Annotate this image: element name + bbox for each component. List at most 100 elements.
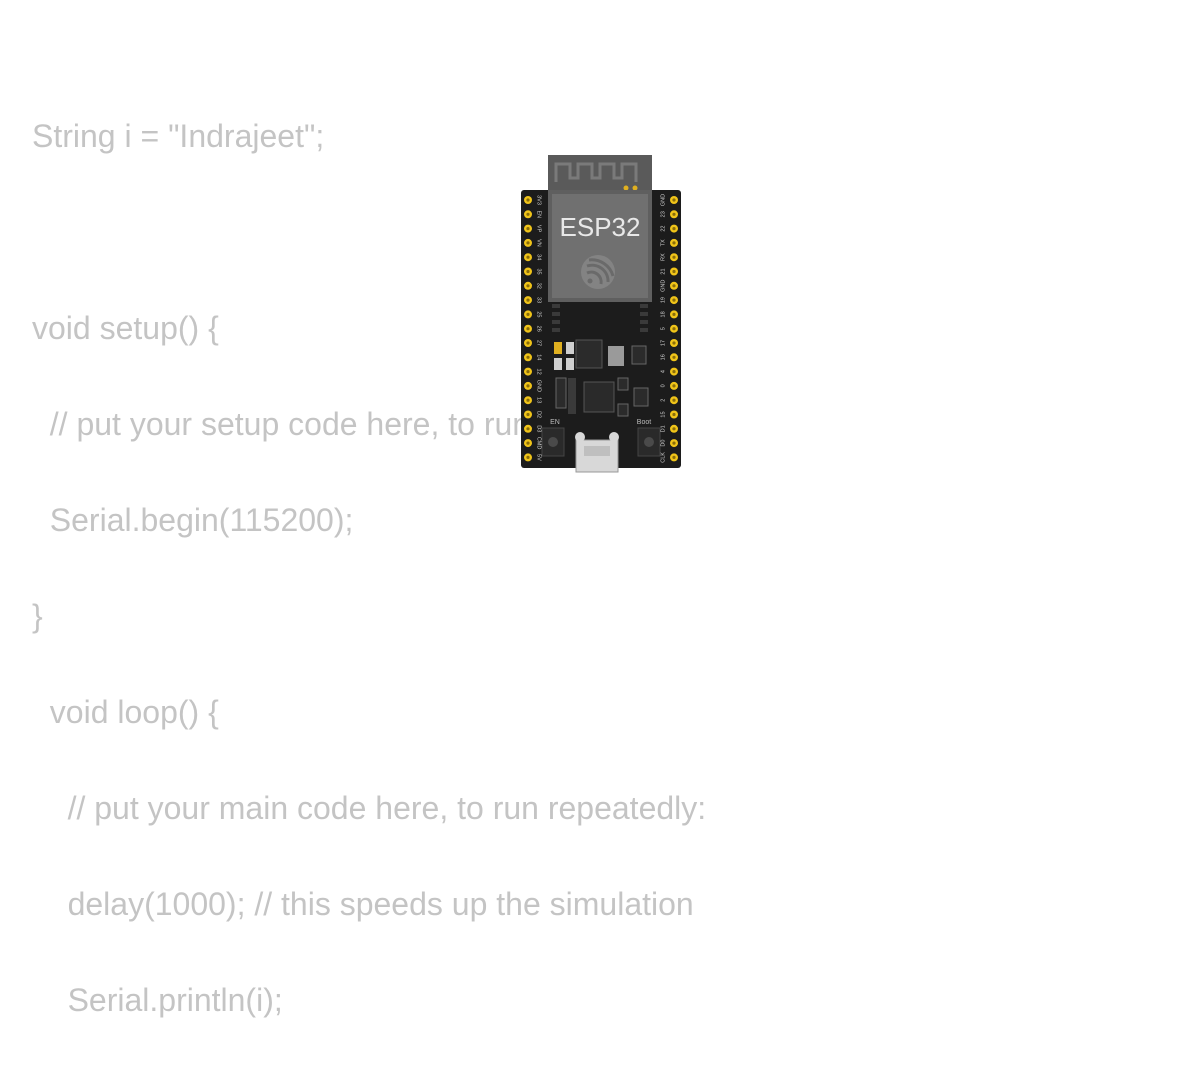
header-pin-hole [672,198,676,202]
header-pin-hole [672,298,676,302]
header-pin-hole [672,255,676,259]
pin-label: VN [536,239,542,247]
pin-label: GND [660,194,666,206]
pin-label: 27 [536,340,542,346]
pin-label: EN [536,210,542,218]
header-pin-hole [672,227,676,231]
code-line: void loop() { [32,694,219,730]
pin-label: 2 [660,399,666,402]
esp32-board-graphic: ESP32 [521,155,681,473]
header-pin-hole [526,427,530,431]
header-pin-hole [526,398,530,402]
esp32-board[interactable]: ESP32 [518,150,684,478]
header-pin-hole [526,441,530,445]
en-button[interactable] [541,427,565,457]
code-line: } [32,598,43,634]
pin-label: 34 [536,254,542,260]
pin-label: 3V3 [536,195,542,205]
pin-label: 13 [536,397,542,403]
pin-label: D3 [536,425,542,432]
code-line: Serial.begin(115200); [32,502,354,538]
pin-label: 32 [536,283,542,289]
pin-label: CLK [660,452,666,463]
header-pin-hole [526,269,530,274]
header-pin-hole [526,298,530,302]
header-pin-hole [526,284,530,288]
pin-label: D0 [660,440,666,447]
header-pin-hole [672,341,676,345]
code-line: void setup() { [32,310,219,346]
header-pin-hole [526,384,530,388]
header-pin-hole [526,255,530,259]
espressif-logo-icon [581,255,615,289]
header-pin-hole [672,427,676,431]
pin-label: 23 [660,211,666,217]
pin-label: 35 [536,268,542,274]
header-pin-hole [526,455,530,459]
boot-button-label: Boot [637,419,651,426]
header-pin-hole [672,241,676,245]
header-pin-hole [526,370,530,374]
pin-label: TX [660,239,666,246]
pin-label: 12 [536,369,542,375]
pin-label: RX [660,253,666,261]
header-pin-hole [526,198,530,202]
header-pin-hole [672,398,676,402]
header-pin-hole [672,455,676,459]
pin-label: 5 [660,327,666,330]
pin-label: 17 [660,340,666,346]
header-pin-hole [672,384,676,388]
pin-label: 16 [660,354,666,360]
pin-label: 18 [660,311,666,317]
pin-label: 0 [660,384,666,387]
pin-label: GND [536,380,542,392]
usb-uart-chip [583,381,615,413]
pin-label: D1 [660,425,666,432]
pin-label: CMD [536,437,542,450]
pin-label: 14 [536,354,542,360]
header-pin-hole [672,212,676,216]
pin-label: 4 [660,370,666,373]
header-pin-hole [526,241,530,245]
header-pin-hole [672,327,676,331]
header-pin-hole [672,269,676,274]
header-pin-hole [526,355,530,359]
antenna-trace [554,162,638,182]
header-pin-hole [672,355,676,359]
pin-label: 26 [536,326,542,332]
header-pin-hole [672,312,676,316]
pin-label: 25 [536,311,542,317]
header-pin-hole [526,341,530,345]
header-pin-hole [526,327,530,331]
micro-usb-port[interactable] [575,432,619,473]
boot-button[interactable] [637,427,661,457]
header-pin-hole [526,312,530,316]
header-pin-hole [672,412,676,417]
page-root: { "code": { "lines": [ "String i = \"Ind… [32,118,707,1018]
code-line: // put your main code here, to run repea… [32,790,707,826]
en-button-label: EN [550,419,560,426]
pin-label: D2 [536,411,542,418]
pin-label: GND [660,280,666,292]
pin-label: 21 [660,268,666,274]
header-pin-hole [526,412,530,417]
pin-label: 5V [536,454,542,461]
header-pin-hole [526,212,530,216]
header-pin-hole [672,441,676,445]
pin-label: 19 [660,297,666,303]
header-pin-hole [672,370,676,374]
module-pads [552,304,648,332]
pin-label: VP [536,225,542,233]
code-line: String i = "Indrajeet"; [32,118,325,154]
code-line: Serial.println(i); [32,982,283,1018]
module-label: ESP32 [560,212,641,242]
pin-label: 15 [660,411,666,417]
header-pin-hole [526,227,530,231]
pin-label: 33 [536,297,542,303]
code-line: delay(1000); // this speeds up the simul… [32,886,694,922]
header-pin-hole [672,284,676,288]
smd-components [554,339,649,417]
pin-label: 22 [660,226,666,232]
